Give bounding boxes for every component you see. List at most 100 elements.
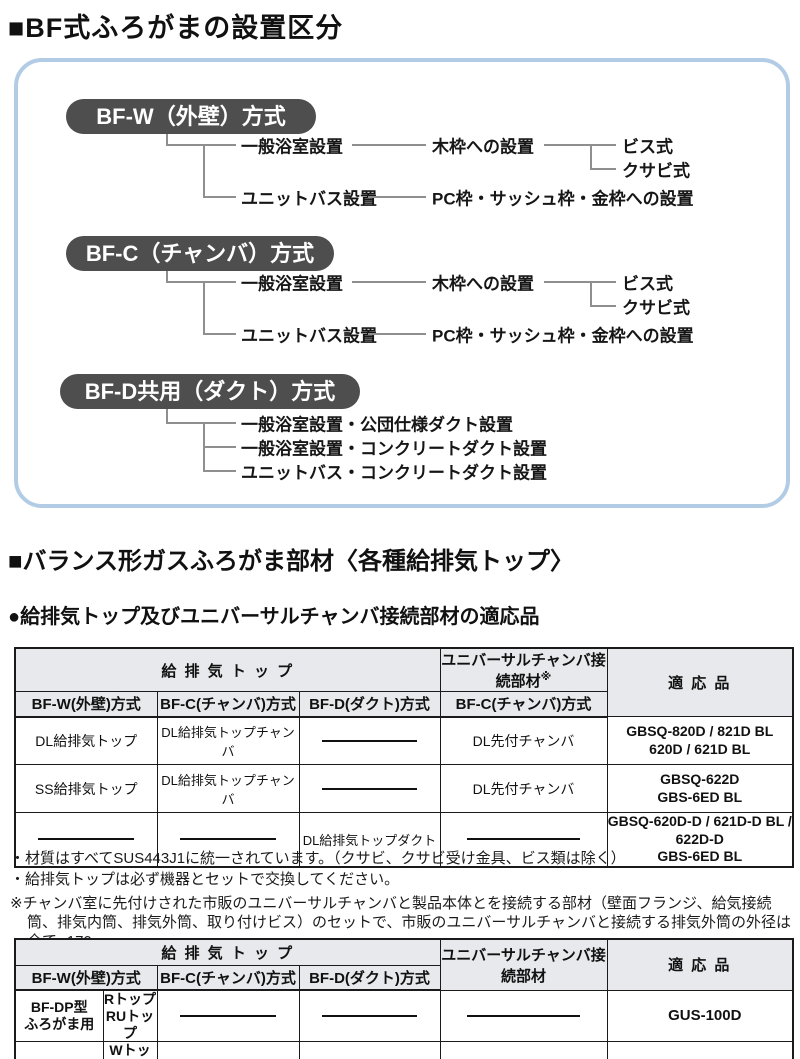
note-replace: ・給排気トップは必ず機器とセットで交換してください。 [10, 871, 400, 888]
tree-line [544, 281, 616, 283]
cell-empty [298, 989, 441, 1043]
dash-line [180, 1015, 276, 1018]
table-row: BF-DP型 ふろがま用 Rトップ RUトップ GUS-100D [14, 989, 794, 1043]
cell-top-type: Rトップ RUトップ [102, 989, 158, 1043]
label-wedge-type: クサビ式 [622, 298, 690, 318]
tree-line [544, 144, 616, 146]
label-duct-item: ユニットバス・コンクリートダクト設置 [241, 463, 547, 483]
header-universal-chamber: ユニバーサルチャンバ接続部材 [439, 938, 608, 991]
tree-line [203, 144, 205, 197]
page-title: ■BF式ふろがまの設置区分 [8, 13, 344, 43]
cell-universal: DL先付チャンバ [439, 764, 608, 813]
dash-line [467, 838, 580, 841]
tree-line [166, 422, 236, 424]
cell-model-type: BF-DP型 ふろがま用 [14, 989, 104, 1043]
header-applicable-products: 適 応 品 [606, 938, 794, 991]
tree-line [590, 281, 592, 306]
tree-line [590, 168, 616, 170]
tree-line [590, 305, 616, 307]
dash-line [321, 739, 418, 742]
dash-line [467, 1014, 580, 1017]
reference-mark: ※ [540, 671, 552, 683]
header-exhaust-top: 給 排 気 ト ッ プ [14, 647, 441, 692]
label-unit-bath: ユニットバス設置 [241, 189, 377, 209]
header-bfc-universal: BF-C(チャンバ)方式 [439, 691, 608, 718]
tree-line [352, 144, 426, 146]
pill-bfc: BF-C（チャンバ）方式 [66, 236, 334, 271]
cell-empty [298, 764, 441, 813]
table-row: SS給排気トップ DL給排気トップチャンバ DL先付チャンバ GBSQ-622D… [14, 764, 794, 813]
cell-empty [439, 812, 608, 867]
cell-model-type: BF-DP型 ふろがま用 [14, 1041, 104, 1059]
header-bfd: BF-D(ダクト)方式 [298, 964, 441, 991]
dash-line [321, 1015, 418, 1018]
label-general-bath: 一般浴室設置 [241, 137, 343, 157]
cell-models: GUS-100D [606, 1041, 794, 1059]
header-bfc: BF-C(チャンバ)方式 [156, 964, 300, 991]
cell-universal: DL先付チャンバ [439, 716, 608, 765]
dash-line [180, 838, 276, 841]
label-wedge-type: クサビ式 [622, 161, 690, 181]
cell-bfw-top: SS給排気トップ [14, 764, 158, 813]
tree-line [368, 196, 426, 198]
label-general-bath: 一般浴室設置 [241, 274, 343, 294]
cell-empty [156, 812, 300, 867]
header-universal-chamber: ユニバーサルチャンバ接続部材※ [439, 647, 608, 692]
table-row: DL給排気トップダクト GBSQ-620D-D / 621D-D BL / 62… [14, 812, 794, 867]
label-wood-frame: 木枠への設置 [432, 137, 534, 157]
header-bfc: BF-C(チャンバ)方式 [156, 691, 300, 718]
table-row: 給 排 気 ト ッ プ ユニバーサルチャンバ接続部材 適 応 品 [14, 938, 794, 991]
section-title: ■バランス形ガスふろがま部材〈各種給排気トップ〉 [8, 548, 575, 575]
label-duct-item: 一般浴室設置・公団仕様ダクト設置 [241, 415, 513, 435]
table-row: BF-W(外壁)方式 BF-C(チャンバ)方式 BF-D(ダクト)方式 [14, 964, 793, 991]
dash-line [38, 838, 135, 841]
table-row: BF-DP型 ふろがま用 Wトップ WUトップ GUS-100D [14, 1041, 794, 1059]
tree-line [166, 281, 236, 283]
cell-empty [439, 989, 608, 1043]
tree-line [203, 470, 236, 472]
installation-diagram-box: BF-W（外壁）方式 一般浴室設置 ユニットバス設置 木枠への設置 PC枠・サッ… [14, 58, 790, 508]
cell-empty [439, 1041, 608, 1059]
compat-table-1: 給 排 気 ト ッ プ ユニバーサルチャンバ接続部材※ 適 応 品 BF-W(外… [14, 647, 794, 868]
tree-line [368, 333, 426, 335]
tree-line [352, 281, 426, 283]
pill-bfw: BF-W（外壁）方式 [66, 99, 316, 134]
cell-bfc-top: DL給排気トップチャンバ [156, 716, 300, 765]
label-pc-frame: PC枠・サッシュ枠・金枠への設置 [432, 189, 694, 209]
cell-bfw-top: DL給排気トップ [14, 716, 158, 765]
header-bfd: BF-D(ダクト)方式 [298, 691, 441, 718]
dash-line [321, 787, 418, 790]
cell-models: GBSQ-622D GBS-6ED BL [606, 764, 794, 813]
tree-line [203, 281, 205, 334]
subsection-title: ●給排気トップ及びユニバーサルチャンバ接続部材の適応品 [8, 606, 540, 628]
label-screw-type: ビス式 [622, 137, 673, 157]
cell-models: GBSQ-820D / 821D BL 620D / 621D BL [606, 716, 794, 765]
table-row: BF-W(外壁)方式 BF-C(チャンバ)方式 BF-D(ダクト)方式 BF-C… [14, 691, 793, 718]
tree-line [590, 144, 592, 169]
label-wood-frame: 木枠への設置 [432, 274, 534, 294]
tree-line [166, 144, 236, 146]
label-screw-type: ビス式 [622, 274, 673, 294]
tree-line [203, 333, 236, 335]
compat-table-2: 給 排 気 ト ッ プ ユニバーサルチャンバ接続部材 適 応 品 BF-W(外壁… [14, 938, 794, 1059]
tree-line [203, 196, 236, 198]
cell-models: GUS-100D [606, 989, 794, 1043]
cell-models: GBSQ-620D-D / 621D-D BL / 622D-D GBS-6ED… [606, 812, 794, 867]
cell-top-type: Wトップ WUトップ [102, 1041, 158, 1059]
table-row: 給 排 気 ト ッ プ ユニバーサルチャンバ接続部材※ 適 応 品 [14, 647, 794, 717]
tree-line [166, 409, 168, 424]
label-pc-frame: PC枠・サッシュ枠・金枠への設置 [432, 326, 694, 346]
cell-bfd-duct: DL給排気トップダクト [298, 812, 441, 867]
cell-empty [156, 989, 300, 1043]
header-bfw: BF-W(外壁)方式 [14, 964, 158, 991]
tree-line [166, 271, 168, 282]
label-unit-bath: ユニットバス設置 [241, 326, 377, 346]
cell-empty [298, 1041, 441, 1059]
tree-line [166, 134, 168, 145]
note-material: ・材質はすべてSUS443J1に統一されています。（クサビ、クサビ受け金具、ビス… [10, 850, 626, 867]
cell-empty [156, 1041, 300, 1059]
table-row: DL給排気トップ DL給排気トップチャンバ DL先付チャンバ GBSQ-820D… [14, 716, 794, 765]
header-exhaust-top: 給 排 気 ト ッ プ [14, 938, 441, 966]
cell-empty [298, 716, 441, 765]
